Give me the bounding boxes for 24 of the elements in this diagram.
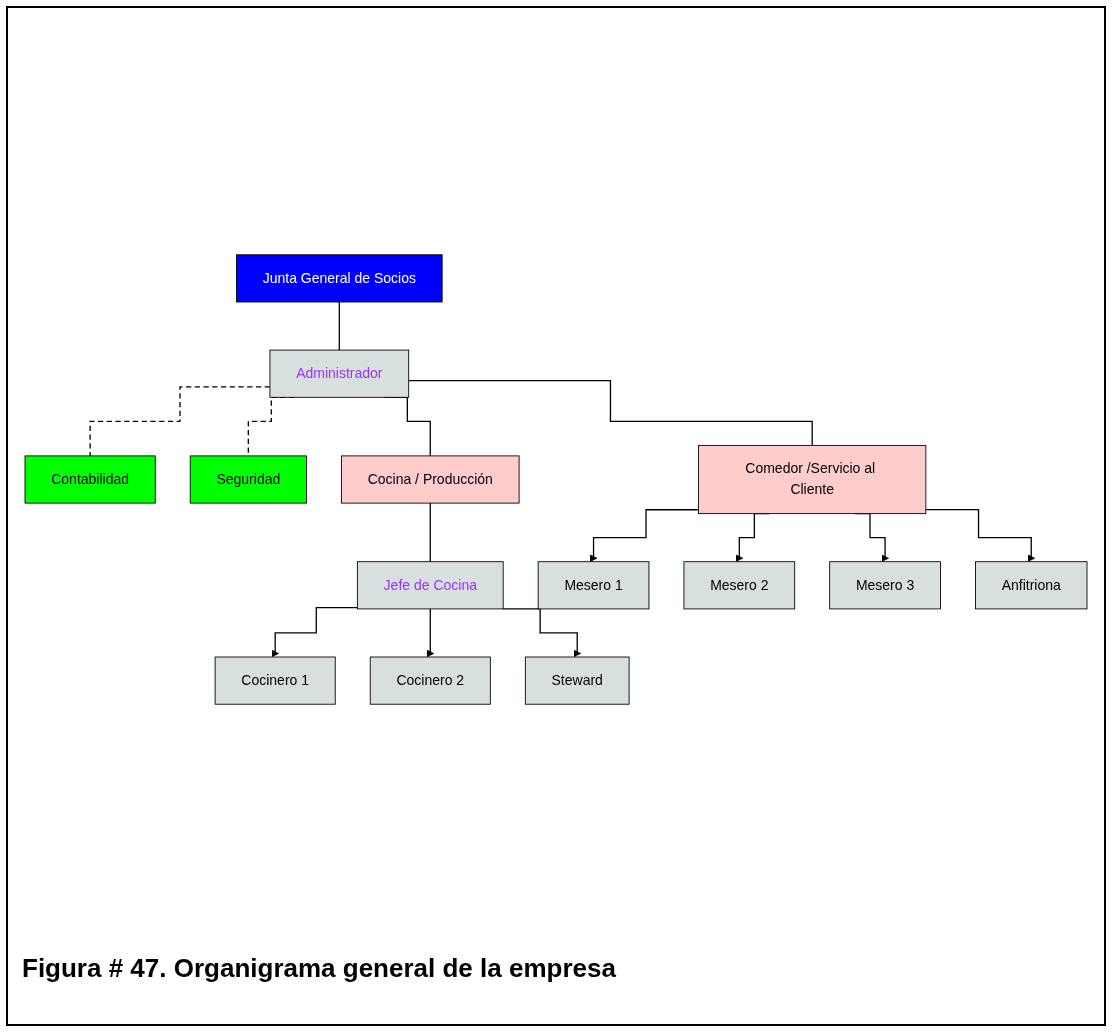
node-box: Steward <box>524 656 630 705</box>
node-box: Mesero 3 <box>829 561 941 610</box>
node-box: Seguridad <box>189 455 307 504</box>
node-box: Cocina / Producción <box>341 455 520 504</box>
node-box: Junta General de Socios <box>236 254 443 303</box>
node-box: Cocinero 1 <box>214 656 336 705</box>
arrow <box>925 509 1036 563</box>
connector <box>89 386 271 457</box>
connector <box>429 502 431 563</box>
arrow <box>271 607 359 658</box>
arrow <box>426 608 435 658</box>
node-box: Comedor /Servicio al Cliente <box>698 444 927 515</box>
arrow <box>589 509 700 563</box>
connector <box>338 301 340 351</box>
connector <box>408 380 813 447</box>
figure-caption: Figura # 47. Organigrama general de la empresa <box>22 953 617 984</box>
node-box: Administrador <box>269 349 410 398</box>
node-box: Cocinero 2 <box>369 656 491 705</box>
arrow <box>502 608 582 658</box>
node-box: Contabilidad <box>24 455 156 504</box>
node-box: Jefe de Cocina <box>356 561 504 610</box>
node-box: Anfitriona <box>975 561 1088 610</box>
node-box: Mesero 2 <box>683 561 796 610</box>
node-box: Mesero 1 <box>537 561 650 610</box>
